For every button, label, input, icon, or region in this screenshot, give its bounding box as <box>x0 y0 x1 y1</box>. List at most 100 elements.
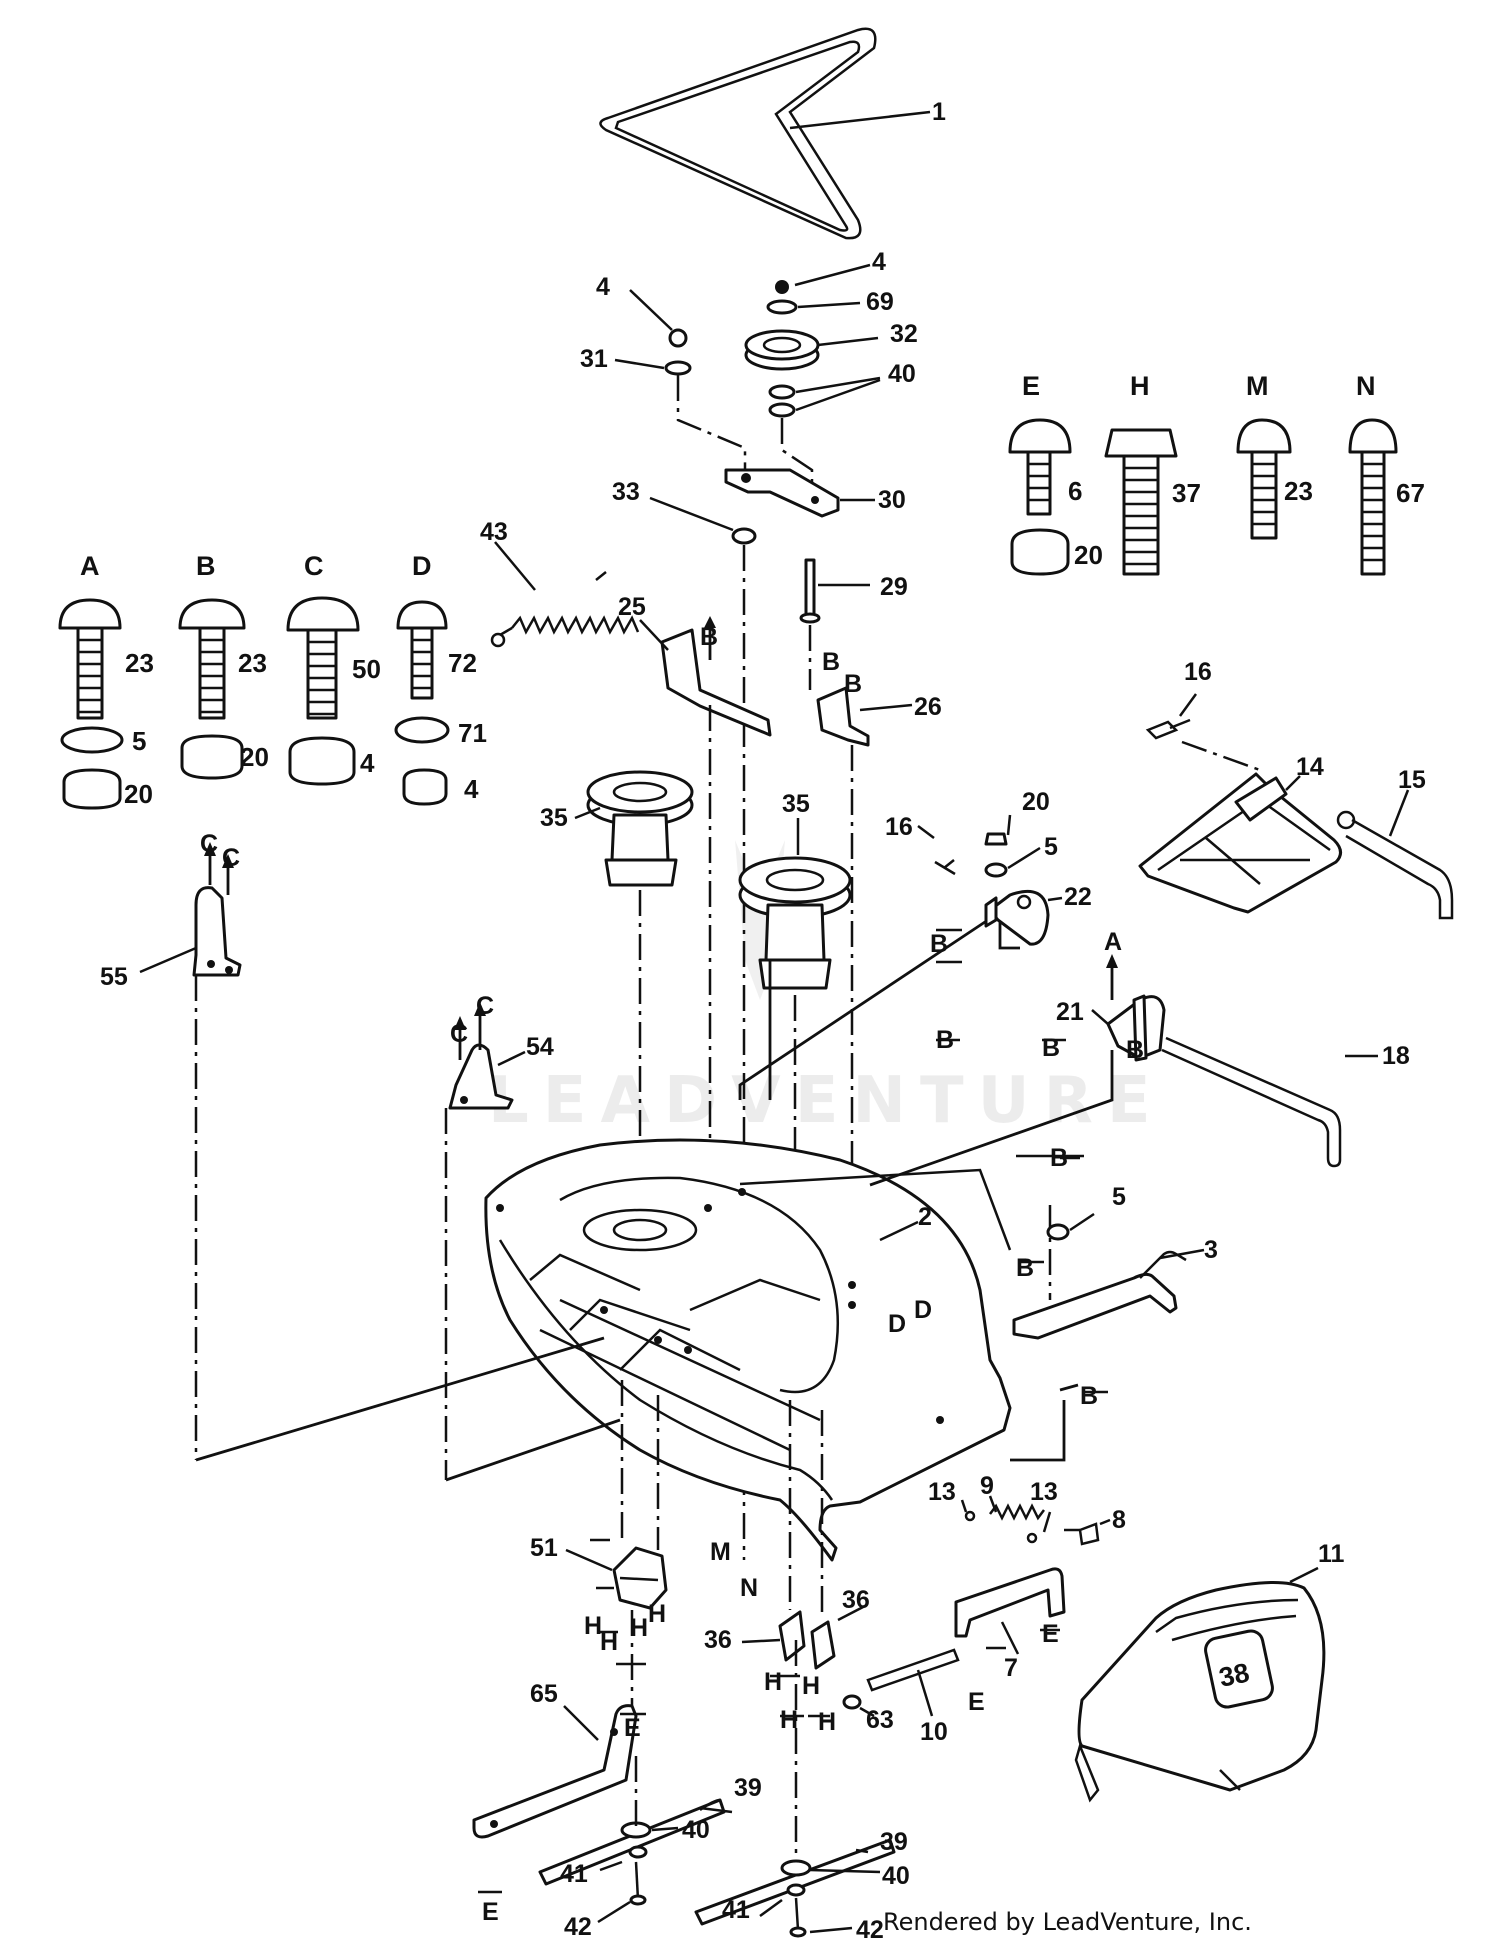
ref-letter: B <box>700 623 718 651</box>
key-bolt: 6 <box>1068 476 1082 506</box>
callout: 13 <box>928 1478 956 1506</box>
callout: 14 <box>1296 753 1324 781</box>
lift-rod <box>1161 1036 1378 1168</box>
key-letter: D <box>412 551 432 581</box>
callout: 29 <box>880 573 908 601</box>
blade-adapter-65 <box>472 1610 638 1839</box>
callout: 63 <box>866 1706 894 1734</box>
key-bolt: 23 <box>238 648 267 678</box>
callout: 21 <box>1056 998 1084 1026</box>
watermark: LEADVENTURE <box>488 1064 1165 1138</box>
ref-letter: D <box>914 1296 932 1324</box>
spindle-pulley-left <box>574 770 694 1210</box>
ref-letter: C <box>450 1020 468 1048</box>
hardware-key-C <box>286 596 360 786</box>
ref-letter: E <box>968 1688 985 1716</box>
callout: 5 <box>1044 833 1058 861</box>
key-letter: M <box>1246 371 1269 401</box>
height-adjust-lever <box>1138 693 1454 920</box>
key-letter: N <box>1356 371 1376 401</box>
blade-right <box>694 1640 896 1938</box>
hardware-key-N <box>1348 418 1398 576</box>
lift-link-plate <box>917 814 1063 946</box>
hardware-key-M <box>1236 418 1292 540</box>
callout: 65 <box>530 1680 558 1708</box>
svg-text:38: 38 <box>1216 1657 1252 1693</box>
callout: 30 <box>878 486 906 514</box>
idler-arm <box>724 468 875 518</box>
callout: 8 <box>1112 1506 1126 1534</box>
callout: 25 <box>618 593 646 621</box>
ref-letter: E <box>1042 1620 1059 1648</box>
callout: 54 <box>526 1033 554 1061</box>
ref-letter: H <box>584 1612 602 1640</box>
callout: 40 <box>882 1862 910 1890</box>
hardware-key-D <box>394 600 450 806</box>
callout: 40 <box>682 1816 710 1844</box>
deck-lift-arm <box>1012 1212 1205 1340</box>
hardware-key-labels: A 23 5 20 B 23 20 C 50 4 D 72 71 4 E 6 2… <box>80 371 1425 809</box>
ref-letter: B <box>1080 1382 1098 1410</box>
callout: 22 <box>1064 883 1092 911</box>
callout: 42 <box>856 1916 884 1944</box>
callout: 26 <box>914 693 942 721</box>
callout: 20 <box>1022 788 1050 816</box>
callout: 9 <box>980 1472 994 1500</box>
spindle-pulley-right <box>738 818 852 1385</box>
ref-letter: H <box>780 1706 798 1734</box>
spindle-mount-36 <box>741 1400 866 1670</box>
callout: 32 <box>890 320 918 348</box>
reference-lines <box>195 910 1114 1482</box>
render-credit: Rendered by LeadVenture, Inc. <box>883 1908 1252 1936</box>
key-nut: 20 <box>1074 540 1103 570</box>
chute-rod <box>842 1648 960 1718</box>
callout: 4 <box>596 273 610 301</box>
hardware-key-H <box>1104 428 1178 576</box>
callout: 18 <box>1382 1042 1410 1070</box>
deck-hanger-bracket-54 <box>444 1002 526 1480</box>
key-nut: 20 <box>124 779 153 809</box>
key-letter: H <box>1130 371 1150 401</box>
key-washer: 5 <box>132 726 146 756</box>
ref-letter: C <box>200 830 218 858</box>
discharge-chute: 38 <box>1074 1566 1326 1803</box>
callout: 42 <box>564 1913 592 1941</box>
ref-letter: A <box>1104 928 1122 956</box>
hardware-key-B <box>178 598 246 780</box>
callout: 41 <box>560 1860 588 1888</box>
callout: 41 <box>722 1896 750 1924</box>
ref-letter: M <box>710 1538 731 1566</box>
callout: 4 <box>872 248 886 276</box>
key-letter: B <box>196 551 216 581</box>
callout: 7 <box>1004 1654 1018 1682</box>
callout: 69 <box>866 288 894 316</box>
callout: 35 <box>782 790 810 818</box>
callout: 51 <box>530 1534 558 1562</box>
key-bolt: 50 <box>352 654 381 684</box>
callout: 33 <box>612 478 640 506</box>
callout: 2 <box>918 1203 932 1231</box>
key-nut: 4 <box>360 748 375 778</box>
key-washer: 71 <box>458 718 487 748</box>
ref-letter: H <box>802 1672 820 1700</box>
key-nut: 20 <box>240 742 269 772</box>
callout: 55 <box>100 963 128 991</box>
extension-spring <box>490 541 640 648</box>
callout: 1 <box>932 98 946 126</box>
ref-letter: H <box>630 1614 648 1642</box>
ref-letter: E <box>482 1898 499 1926</box>
callout-labels: 1 2 3 4 4 5 5 7 8 9 10 11 13 13 14 15 16… <box>100 98 1426 1944</box>
key-bolt: 23 <box>125 648 154 678</box>
ref-letter: C <box>222 844 240 872</box>
callout: 16 <box>885 813 913 841</box>
callout: 43 <box>480 518 508 546</box>
ref-letter: B <box>844 670 862 698</box>
key-letter: C <box>304 551 324 581</box>
key-letter: A <box>80 551 100 581</box>
callout: 31 <box>580 345 608 373</box>
callout: 3 <box>1204 1236 1218 1264</box>
ref-letter: H <box>600 1628 618 1656</box>
key-bolt: 72 <box>448 648 477 678</box>
ref-letter: B <box>1050 1144 1068 1172</box>
